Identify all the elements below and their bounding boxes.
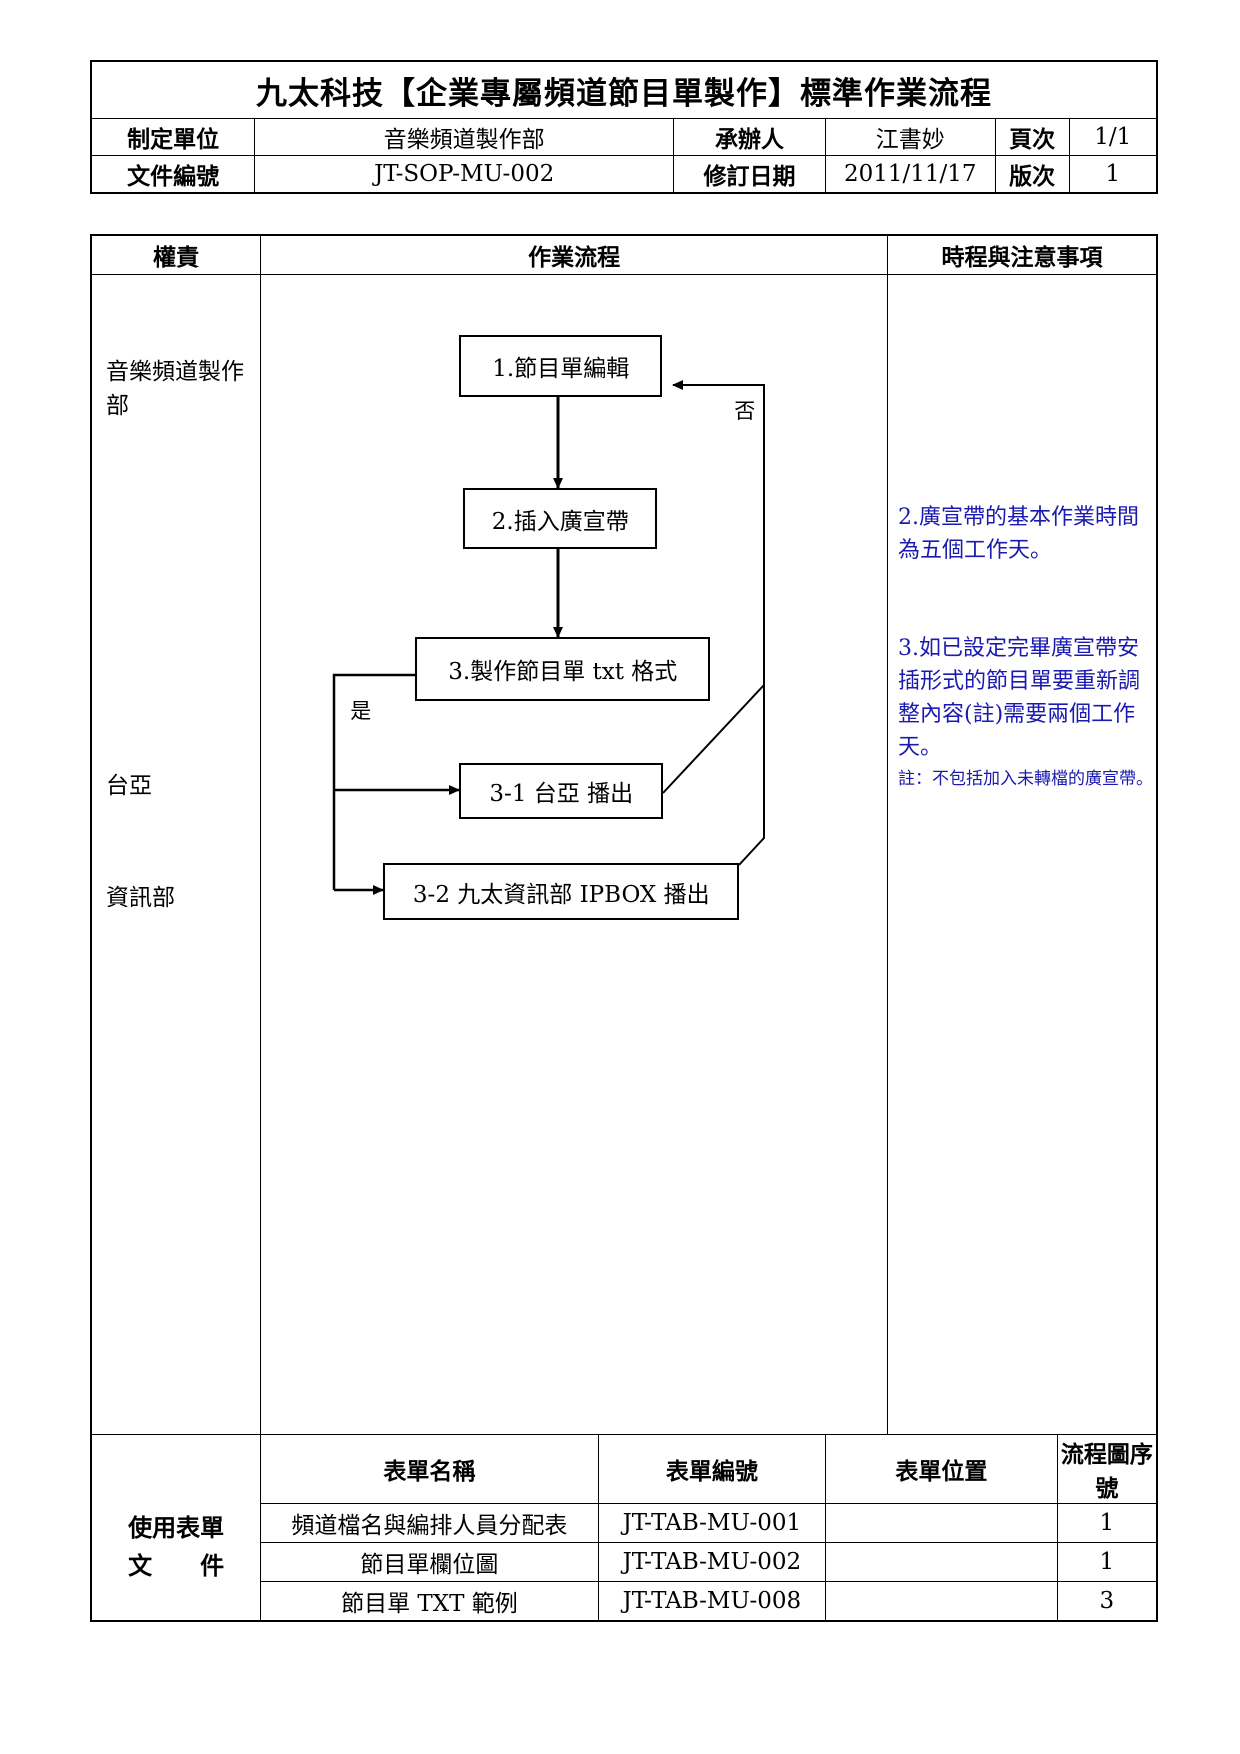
page-value: 1/1 (1068, 118, 1158, 156)
flow-step-2-label: 2.插入廣宣帶 (491, 508, 629, 535)
role-it: 資訊部 (106, 885, 175, 911)
role-column: 音樂頻道製作部 台亞 資訊部 (90, 274, 262, 1435)
rev-date-value: 2011/11/17 (824, 155, 996, 194)
form-step: 1 (1056, 1542, 1158, 1582)
form-location (825, 1581, 1058, 1622)
forms-col-location: 表單位置 (825, 1434, 1058, 1504)
label-no: 否 (734, 399, 756, 423)
owner-value: 江書妙 (824, 118, 996, 156)
form-name: 節目單 TXT 範例 (260, 1581, 599, 1622)
owner-label: 承辦人 (673, 118, 826, 156)
doc-no-value: JT-SOP-MU-002 (254, 155, 675, 194)
diag-step3-1-return (662, 684, 765, 794)
document-title: 九太科技【企業專屬頻道節目單製作】標準作業流程 (90, 60, 1158, 119)
form-location (825, 1503, 1058, 1543)
form-step: 1 (1056, 1503, 1158, 1543)
col-notes-header: 時程與注意事項 (887, 234, 1158, 275)
form-no: JT-TAB-MU-001 (597, 1503, 827, 1543)
form-no: JT-TAB-MU-002 (597, 1542, 827, 1582)
flowchart: 1.節目單編輯 2.插入廣宣帶 3.製作節目單 txt 格式 3-1 台亞 播出… (261, 275, 887, 1434)
version-label: 版次 (994, 155, 1070, 194)
col-role-header: 權責 (90, 234, 262, 275)
flow-step-3: 3.製作節目單 txt 格式 (415, 637, 711, 701)
table-row: 節目單 TXT 範例 JT-TAB-MU-008 3 (91, 1581, 1158, 1622)
forms-col-no: 表單編號 (597, 1434, 827, 1504)
forms-col-step: 流程圖序號 (1056, 1434, 1158, 1504)
unit-label: 制定單位 (90, 118, 256, 156)
flowchart-connectors (333, 380, 766, 895)
notes-column: 2.廣宣帶的基本作業時間為五個工作天。 3.如已設定完畢廣宣帶安插形式的節目單要… (887, 274, 1158, 1435)
flow-step-1-label: 1.節目單編輯 (492, 356, 630, 382)
doc-no-label: 文件編號 (90, 155, 256, 194)
form-location (825, 1542, 1058, 1582)
page-label: 頁次 (994, 118, 1070, 156)
form-name: 頻道檔名與編排人員分配表 (260, 1503, 599, 1543)
flow-step-3-1-label: 3-1 台亞 播出 (489, 781, 634, 807)
forms-label-line-2: 文 件 (128, 1550, 225, 1580)
form-name: 節目單欄位圖 (260, 1542, 599, 1582)
table-row: 頻道檔名與編排人員分配表 JT-TAB-MU-001 1 (91, 1503, 1158, 1543)
flow-step-1: 1.節目單編輯 (459, 335, 663, 397)
flow-step-3-1: 3-1 台亞 播出 (459, 763, 664, 819)
col-flow-header: 作業流程 (260, 234, 888, 275)
note-step-3-footnote: 註：不包括加入未轉檔的廣宣帶。 (898, 769, 1153, 789)
table-row: 節目單欄位圖 JT-TAB-MU-002 1 (91, 1542, 1158, 1582)
note-step-2: 2.廣宣帶的基本作業時間為五個工作天。 (898, 505, 1139, 563)
form-no: JT-TAB-MU-008 (597, 1581, 827, 1622)
flow-column: 1.節目單編輯 2.插入廣宣帶 3.製作節目單 txt 格式 3-1 台亞 播出… (260, 274, 888, 1435)
forms-label-line-1: 使用表單 (128, 1512, 225, 1542)
form-step: 3 (1056, 1581, 1158, 1622)
unit-value: 音樂頻道製作部 (254, 118, 675, 156)
forms-col-name: 表單名稱 (260, 1434, 599, 1504)
no-branch-line (672, 380, 766, 866)
version-value: 1 (1068, 155, 1158, 194)
yes-branch-line (333, 673, 416, 890)
flow-step-3-label: 3.製作節目單 txt 格式 (448, 659, 678, 685)
flow-step-2: 2.插入廣宣帶 (463, 488, 658, 549)
role-music: 音樂頻道製作部 (106, 359, 244, 419)
forms-section-label: 使用表單 文 件 (90, 1434, 262, 1622)
flow-step-3-2-label: 3-2 九太資訊部 IPBOX 播出 (412, 881, 710, 908)
label-yes: 是 (350, 699, 372, 723)
note-step-3: 3.如已設定完畢廣宣帶安插形式的節目單要重新調整內容(註)需要兩個工作天。 (898, 636, 1141, 760)
rev-date-label: 修訂日期 (673, 155, 826, 194)
flow-step-3-2: 3-2 九太資訊部 IPBOX 播出 (383, 863, 740, 920)
role-taiya: 台亞 (106, 773, 152, 799)
main-table: 權責 作業流程 時程與注意事項 音樂頻道製作部 台亞 資訊部 (90, 234, 1158, 1622)
header-table: 九太科技【企業專屬頻道節目單製作】標準作業流程 制定單位 音樂頻道製作部 承辦人… (90, 60, 1158, 194)
